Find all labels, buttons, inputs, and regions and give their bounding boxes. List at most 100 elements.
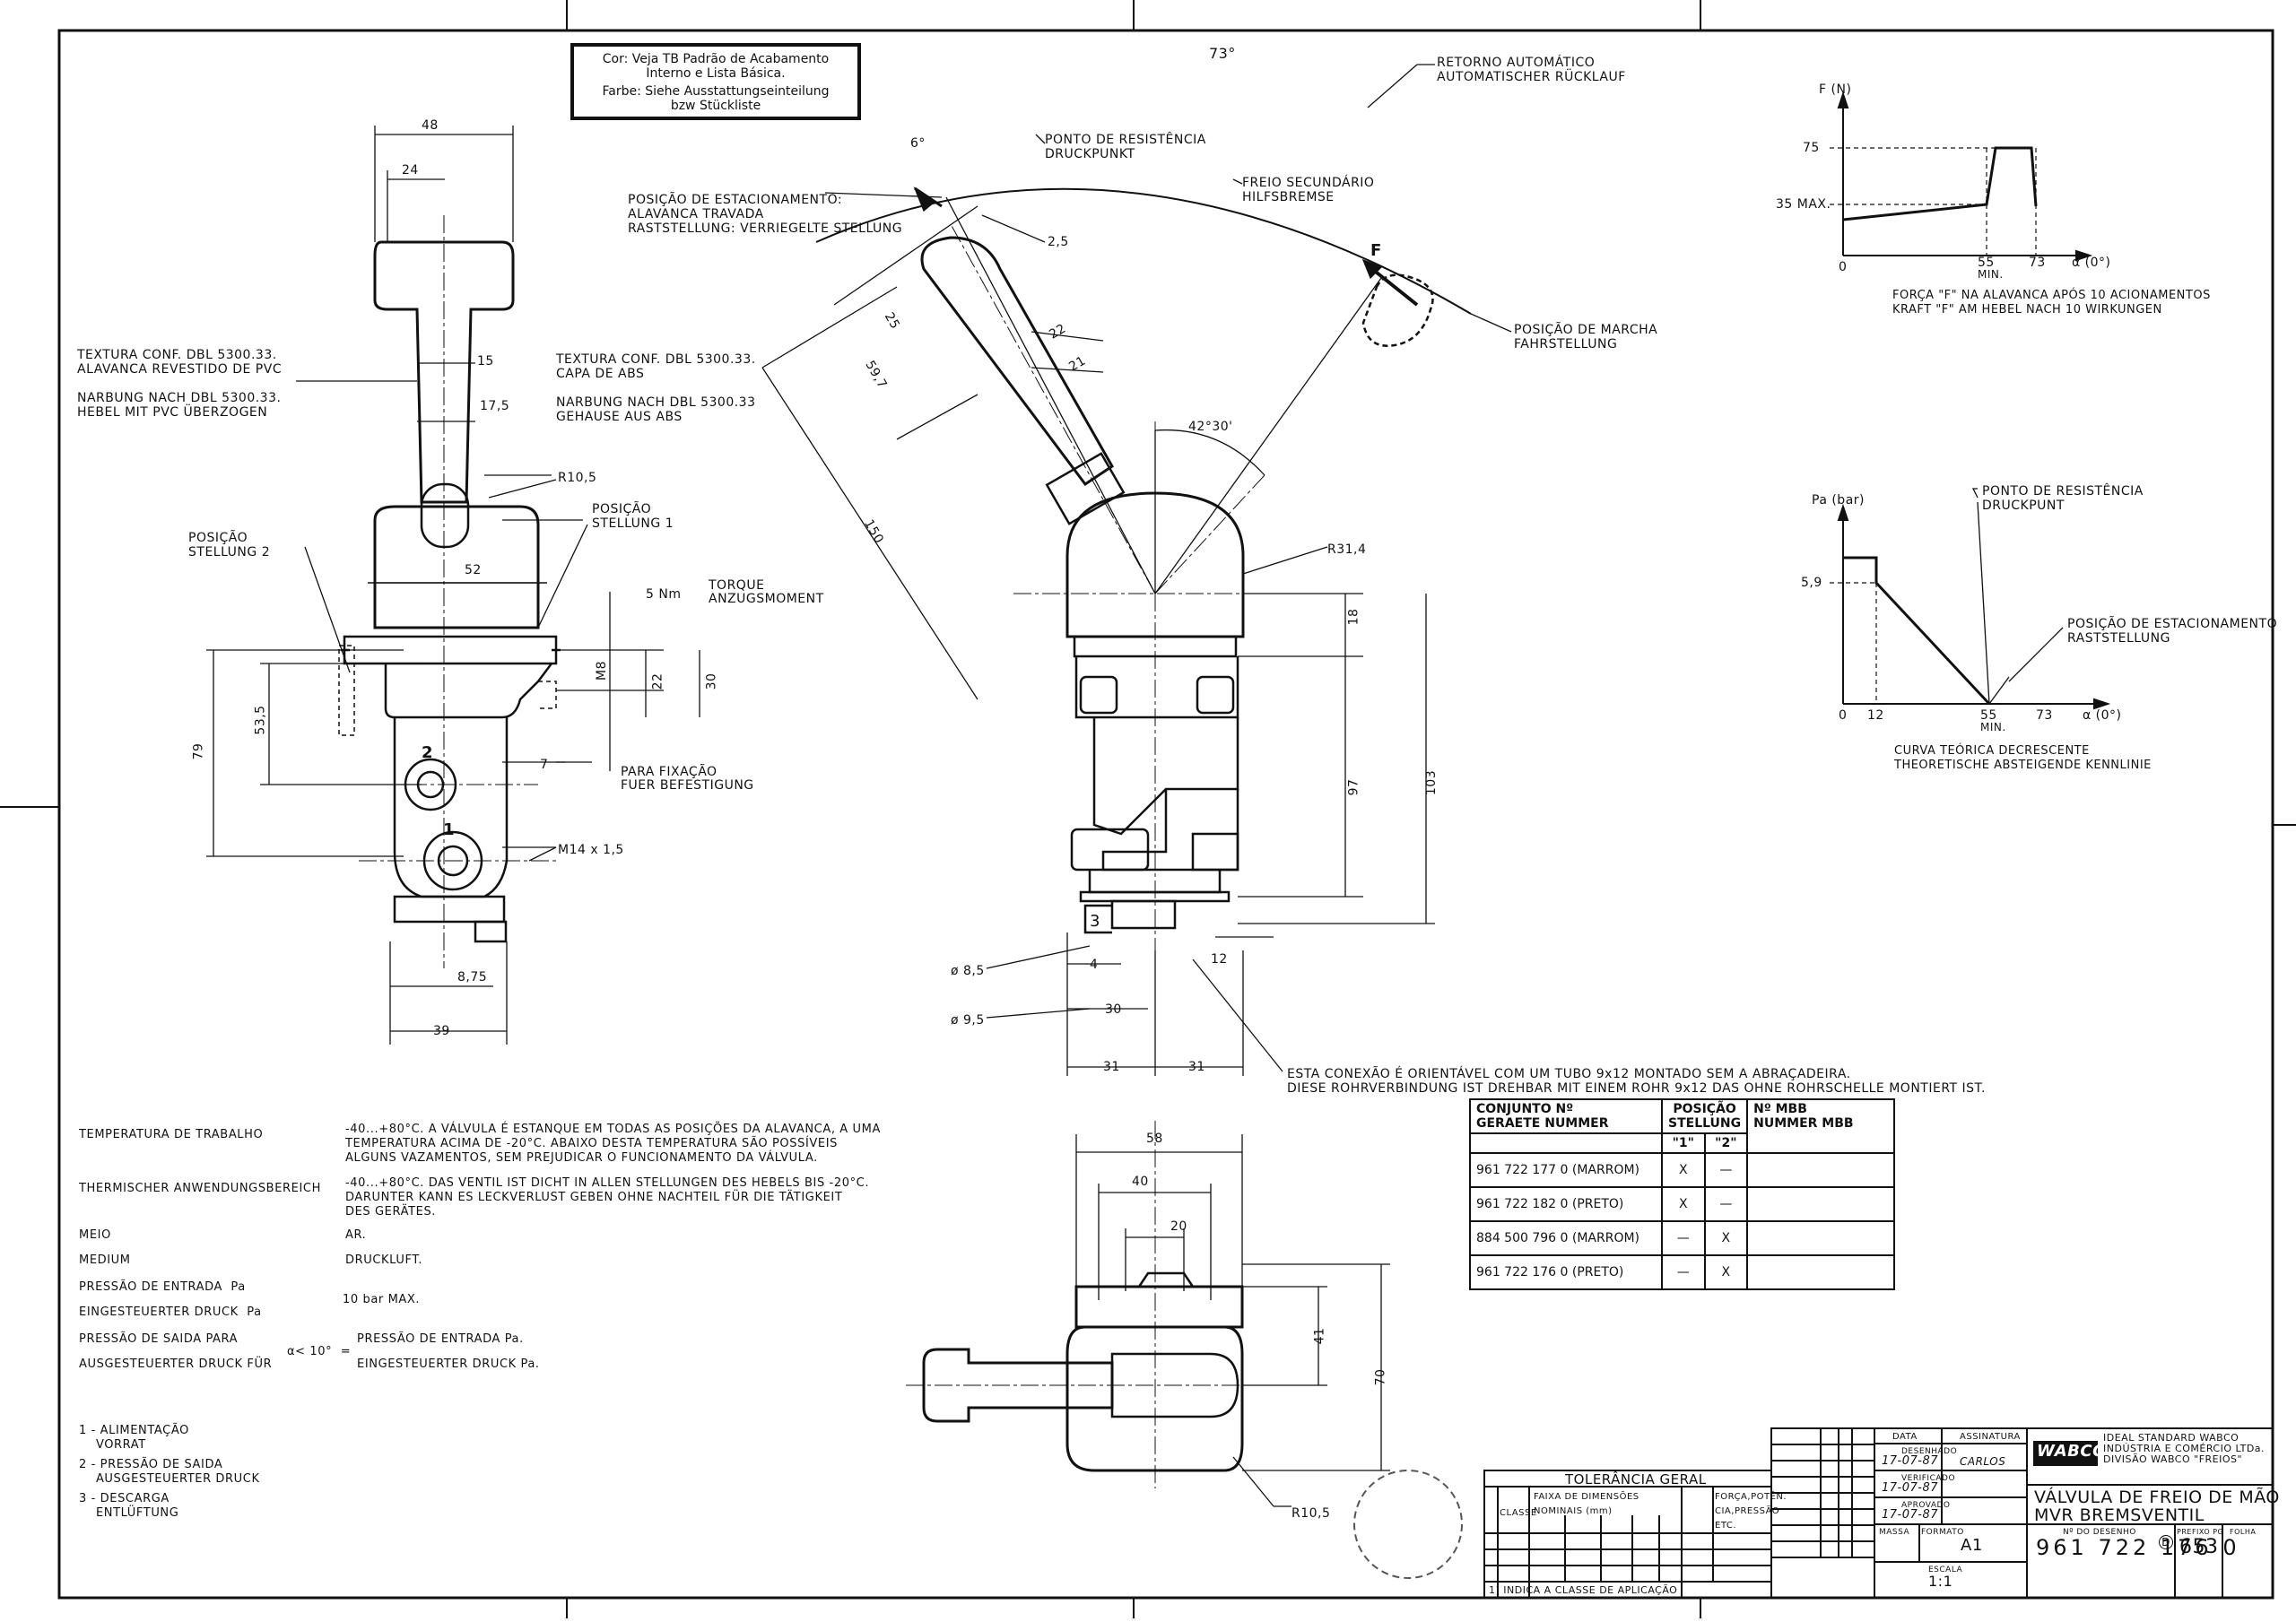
position-1-label: POSIÇÃO STELLUNG 1 (592, 502, 674, 531)
pressure-chart (1830, 488, 2111, 710)
dim-30: 30 (704, 672, 719, 690)
pressure-chart-x12: 12 (1867, 708, 1884, 723)
spec-saida-de-label: AUSGESTEUERTER DRUCK FÜR (79, 1357, 273, 1371)
texture-housing-pt2: CAPA DE ABS (556, 367, 645, 381)
leaders (296, 380, 592, 862)
row-part: 961 722 177 0 (MARROM) (1469, 1152, 1663, 1188)
header-conjunto: CONJUNTO Nº (1476, 1102, 1574, 1116)
drive-position-label: POSIÇÃO DE MARCHA FAHRSTELLUNG (1514, 323, 1657, 351)
pressure-chart-caption-pt: CURVA TEÓRICA DECRESCENTE (1894, 744, 2090, 758)
torque-label-de: ANZUGSMOMENT (709, 592, 824, 606)
table-row: 961 722 176 0 (PRETO)—X (1469, 1254, 1896, 1290)
parking-position-pt2: ALAVANCA TRAVADA (628, 207, 764, 221)
force-chart-xlabel: α (0°) (2072, 256, 2111, 270)
spec-meio-value: AR. (345, 1228, 367, 1242)
position-2-de: STELLUNG (188, 545, 257, 559)
force-chart (1830, 91, 2093, 262)
thread-size: M14 x 1,5 (558, 843, 624, 857)
port-legend-2: 2 - PRESSÃO DE SAIDA AUSGESTEUERTER DRUC… (79, 1458, 260, 1486)
connection-note-pt: ESTA CONEXÃO É ORIENTÁVEL COM UM TUBO 9x… (1287, 1067, 1851, 1081)
row-pos2: X (1703, 1220, 1749, 1256)
spec-meio-label: MEIO (79, 1228, 111, 1242)
connection-note: ESTA CONEXÃO É ORIENTÁVEL COM UM TUBO 9x… (1287, 1067, 1986, 1096)
dim-41: 41 (1312, 1327, 1327, 1345)
pressure-chart-xmin: MIN. (1980, 721, 2006, 733)
force-chart-xmin: MIN. (1978, 268, 2004, 281)
port-legend-1-de: VORRAT (95, 1438, 146, 1452)
sheet-border (57, 29, 2274, 1600)
port-legend-3-pt: DESCARGA (100, 1492, 170, 1505)
table-row: 884 500 796 0 (MARROM)—X (1469, 1220, 1896, 1256)
front-view-dimensions (206, 126, 700, 1045)
spec-pa-pt-label: PRESSÃO DE ENTRADA Pa (79, 1280, 246, 1294)
dim-40: 40 (1132, 1175, 1149, 1189)
header-mbb-no: Nº MBB (1753, 1102, 1807, 1116)
spec-pa-de-label: EINGESTEUERTER DRUCK Pa (79, 1305, 262, 1319)
dim-4: 4 (1090, 958, 1099, 972)
dim-8-75: 8,75 (457, 970, 488, 984)
front-view (323, 215, 561, 968)
pressure-chart-resistance: PONTO DE RESISTÊNCIA DRUCKPUNT (1982, 484, 2144, 513)
spec-saida-de-value: EINGESTEUERTER DRUCK Pa. (357, 1357, 540, 1371)
angle-73: 73° (1209, 45, 1236, 62)
parking-position-de: RASTSTELLUNG: VERRIEGELTE STELLUNG (628, 221, 903, 236)
texture-housing-de2: GEHAUSE AUS ABS (556, 410, 683, 424)
tolerance-note: 1) INDICA A CLASSE DE APLICAÇÃO (1489, 1584, 1678, 1596)
row-pos2: — (1703, 1186, 1749, 1222)
resistance-point-pt: PONTO DE RESISTÊNCIA (1045, 133, 1206, 147)
tb-company: IDEAL STANDARD WABCO INDÚSTRIA E COMÉRCI… (2103, 1433, 2265, 1465)
tb-company-line3: DIVISÃO WABCO "FREIOS" (2103, 1453, 2243, 1465)
tb-desenho-label: Nº DO DESENHO (2063, 1528, 2136, 1537)
color-note-line2: Interno e Lista Básica. (646, 66, 786, 81)
drive-position-de: FAHRSTELLUNG (1514, 337, 1618, 351)
port-2-label: 2 (422, 743, 434, 762)
spec-temp-de-line3: DES GERÄTES. (345, 1205, 437, 1219)
secondary-brake-pt: FREIO SECUNDÁRIO (1242, 176, 1375, 190)
row-part: 961 722 176 0 (PRETO) (1469, 1254, 1663, 1290)
pressure-chart-y59: 5,9 (1801, 576, 1822, 590)
dim-48: 48 (422, 118, 439, 133)
force-chart-y35: 35 MAX. (1776, 197, 1831, 212)
angle-6: 6° (910, 136, 926, 151)
pressure-chart-resistance-pt: PONTO DE RESISTÊNCIA (1982, 484, 2144, 499)
force-chart-x73: 73 (2029, 256, 2046, 270)
drawing-title-de: MVR BREMSVENTIL (2034, 1505, 2205, 1525)
dim-d8-5: ø 8,5 (951, 964, 985, 978)
header-geraete: GERAETE NUMMER (1476, 1116, 1609, 1131)
force-chart-caption-de: KRAFT "F" AM HEBEL NACH 10 WIRKUNGEN (1892, 303, 2162, 317)
port-legend-1: 1 - ALIMENTAÇÃO VORRAT (79, 1424, 189, 1452)
spec-saida-condition: α< 10° = (287, 1345, 352, 1358)
row-pos1: X (1661, 1186, 1706, 1222)
spec-temp-de-line2: DARUNTER KANN ES LECKVERLUST GEBEN OHNE … (345, 1191, 843, 1204)
dim-70: 70 (1373, 1368, 1388, 1386)
dim-17-5: 17,5 (480, 399, 510, 413)
force-chart-caption: FORÇA "F" NA ALAVANCA APÓS 10 ACIONAMENT… (1892, 289, 2211, 317)
dim-r10-5: R10,5 (558, 471, 597, 485)
dim-30-side: 30 (1105, 1002, 1122, 1017)
title-block-lines (1770, 1427, 2274, 1599)
port-1-label: 1 (443, 820, 456, 839)
color-note-line3: Farbe: Siehe Ausstattungseinteilung (602, 84, 830, 99)
force-chart-x0: 0 (1839, 260, 1848, 274)
pressure-chart-caption: CURVA TEÓRICA DECRESCENTE THEORETISCHE A… (1894, 744, 2152, 773)
row-mbb (1746, 1220, 1896, 1256)
tb-prefixo-label: PREFIXO PG (2177, 1528, 2224, 1536)
torque-spec: 5 Nm (646, 587, 682, 602)
texture-note-housing: TEXTURA CONF. DBL 5300.33. CAPA DE ABS N… (556, 352, 756, 424)
finish-color-note: Cor: Veja TB Padrão de Acabamento Intern… (570, 43, 861, 120)
row-part: 884 500 796 0 (MARROM) (1469, 1220, 1663, 1256)
side-view (815, 187, 1472, 950)
approval-stamp (1353, 1470, 1463, 1579)
subheader-empty (1469, 1132, 1663, 1154)
tb-desenhado-label: DESENHADO (1901, 1447, 1958, 1456)
spec-temp-pt-value: -40...+80°C. A VÁLVULA É ESTANQUE EM TOD… (345, 1123, 881, 1166)
resistance-point-label: PONTO DE RESISTÊNCIA DRUCKPUNKT (1045, 133, 1206, 161)
fixing-label-pt: PARA FIXAÇÃO (621, 765, 718, 779)
secondary-brake-label: FREIO SECUNDÁRIO HILFSBREMSE (1242, 176, 1374, 204)
position-1-num: 1 (665, 516, 674, 531)
color-note-line1: Cor: Veja TB Padrão de Acabamento (602, 52, 830, 66)
dim-3: 3 (1090, 912, 1100, 931)
